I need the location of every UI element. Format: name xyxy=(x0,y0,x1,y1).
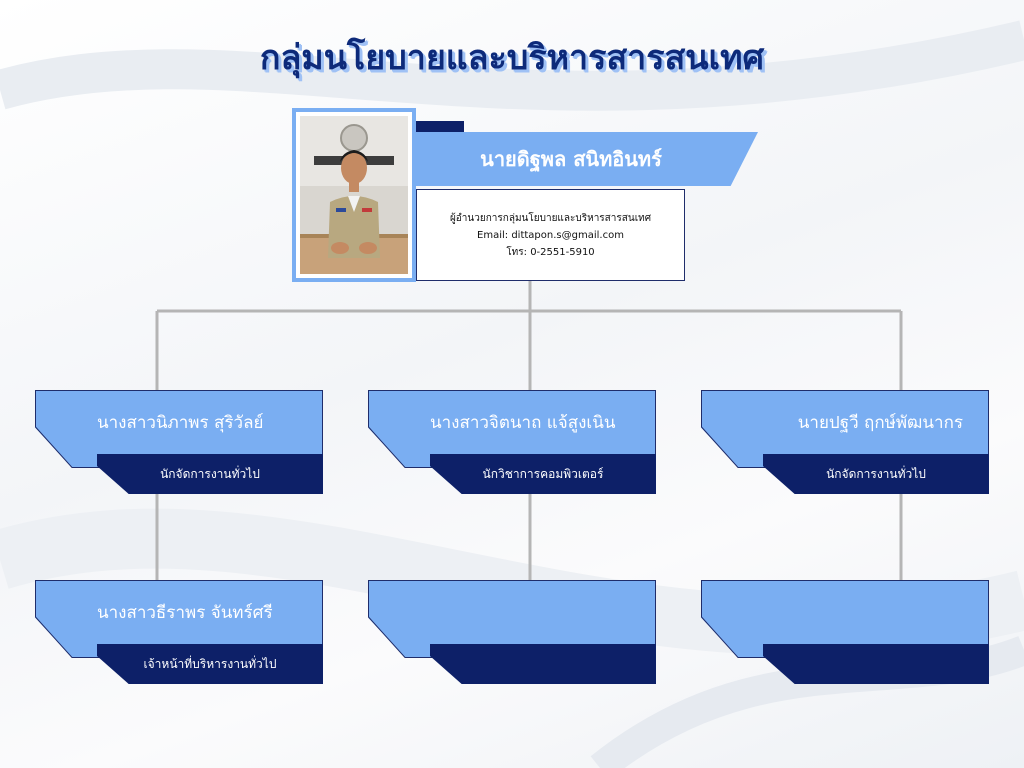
staff-card-6-role-panel xyxy=(763,644,989,684)
head-photo xyxy=(300,116,408,274)
head-position: ผู้อำนวยการกลุ่มนโยบายและบริหารสารสนเทศ xyxy=(449,212,652,224)
staff-card-1-role: นักจัดการงานทั่วไป xyxy=(160,467,260,481)
staff-card-6 xyxy=(701,580,989,684)
staff-card-1-name: นางสาวนิภาพร สุริวัลย์ xyxy=(97,413,264,433)
staff-card-3-role-panel xyxy=(763,454,989,494)
head-photo-frame xyxy=(292,108,416,282)
staff-card-5-role-panel xyxy=(430,644,656,684)
staff-card-2: นางสาวจิตนาถ แจ้สูงเนิน นักวิชาการคอมพิว… xyxy=(368,390,656,494)
staff-card-5-role xyxy=(430,644,656,684)
staff-card-1-role-panel xyxy=(97,454,323,494)
head-phone: โทร: 0-2551-5910 xyxy=(506,246,595,258)
page-title: กลุ่มนโยบายและบริหารสารสนเทศ xyxy=(259,38,765,78)
staff-card-3-role: นักจัดการงานทั่วไป xyxy=(826,467,926,481)
staff-card-4: นางสาวธีราพร จันทร์ศรี เจ้าหน้าที่บริหาร… xyxy=(35,580,323,684)
staff-card-4-name: นางสาวธีราพร จันทร์ศรี xyxy=(97,603,273,623)
staff-card-2-name: นางสาวจิตนาถ แจ้สูงเนิน xyxy=(430,413,616,433)
staff-card-4-role-panel xyxy=(97,644,323,684)
head-email: Email: dittapon.s@gmail.com xyxy=(477,229,624,241)
head-info-box: ผู้อำนวยการกลุ่มนโยบายและบริหารสารสนเทศ … xyxy=(416,189,685,281)
staff-card-3: นายปฐวี ฤกษ์พัฒนากร นักจัดการงานทั่วไป xyxy=(701,390,989,494)
staff-card-2-role-panel xyxy=(430,454,656,494)
staff-card-6-role xyxy=(763,644,989,684)
staff-card-2-role: นักวิชาการคอมพิวเตอร์ xyxy=(482,467,604,481)
staff-card-5 xyxy=(368,580,656,684)
head-name: นายดิฐพล สนิทอินทร์ xyxy=(480,147,662,171)
staff-card-4-role: เจ้าหน้าที่บริหารงานทั่วไป xyxy=(143,657,277,671)
staff-card-1: นางสาวนิภาพร สุริวัลย์ นักจัดการงานทั่วไ… xyxy=(35,390,323,494)
staff-card-3-name: นายปฐวี ฤกษ์พัฒนากร xyxy=(797,413,963,433)
head-name-bar xyxy=(416,132,758,186)
